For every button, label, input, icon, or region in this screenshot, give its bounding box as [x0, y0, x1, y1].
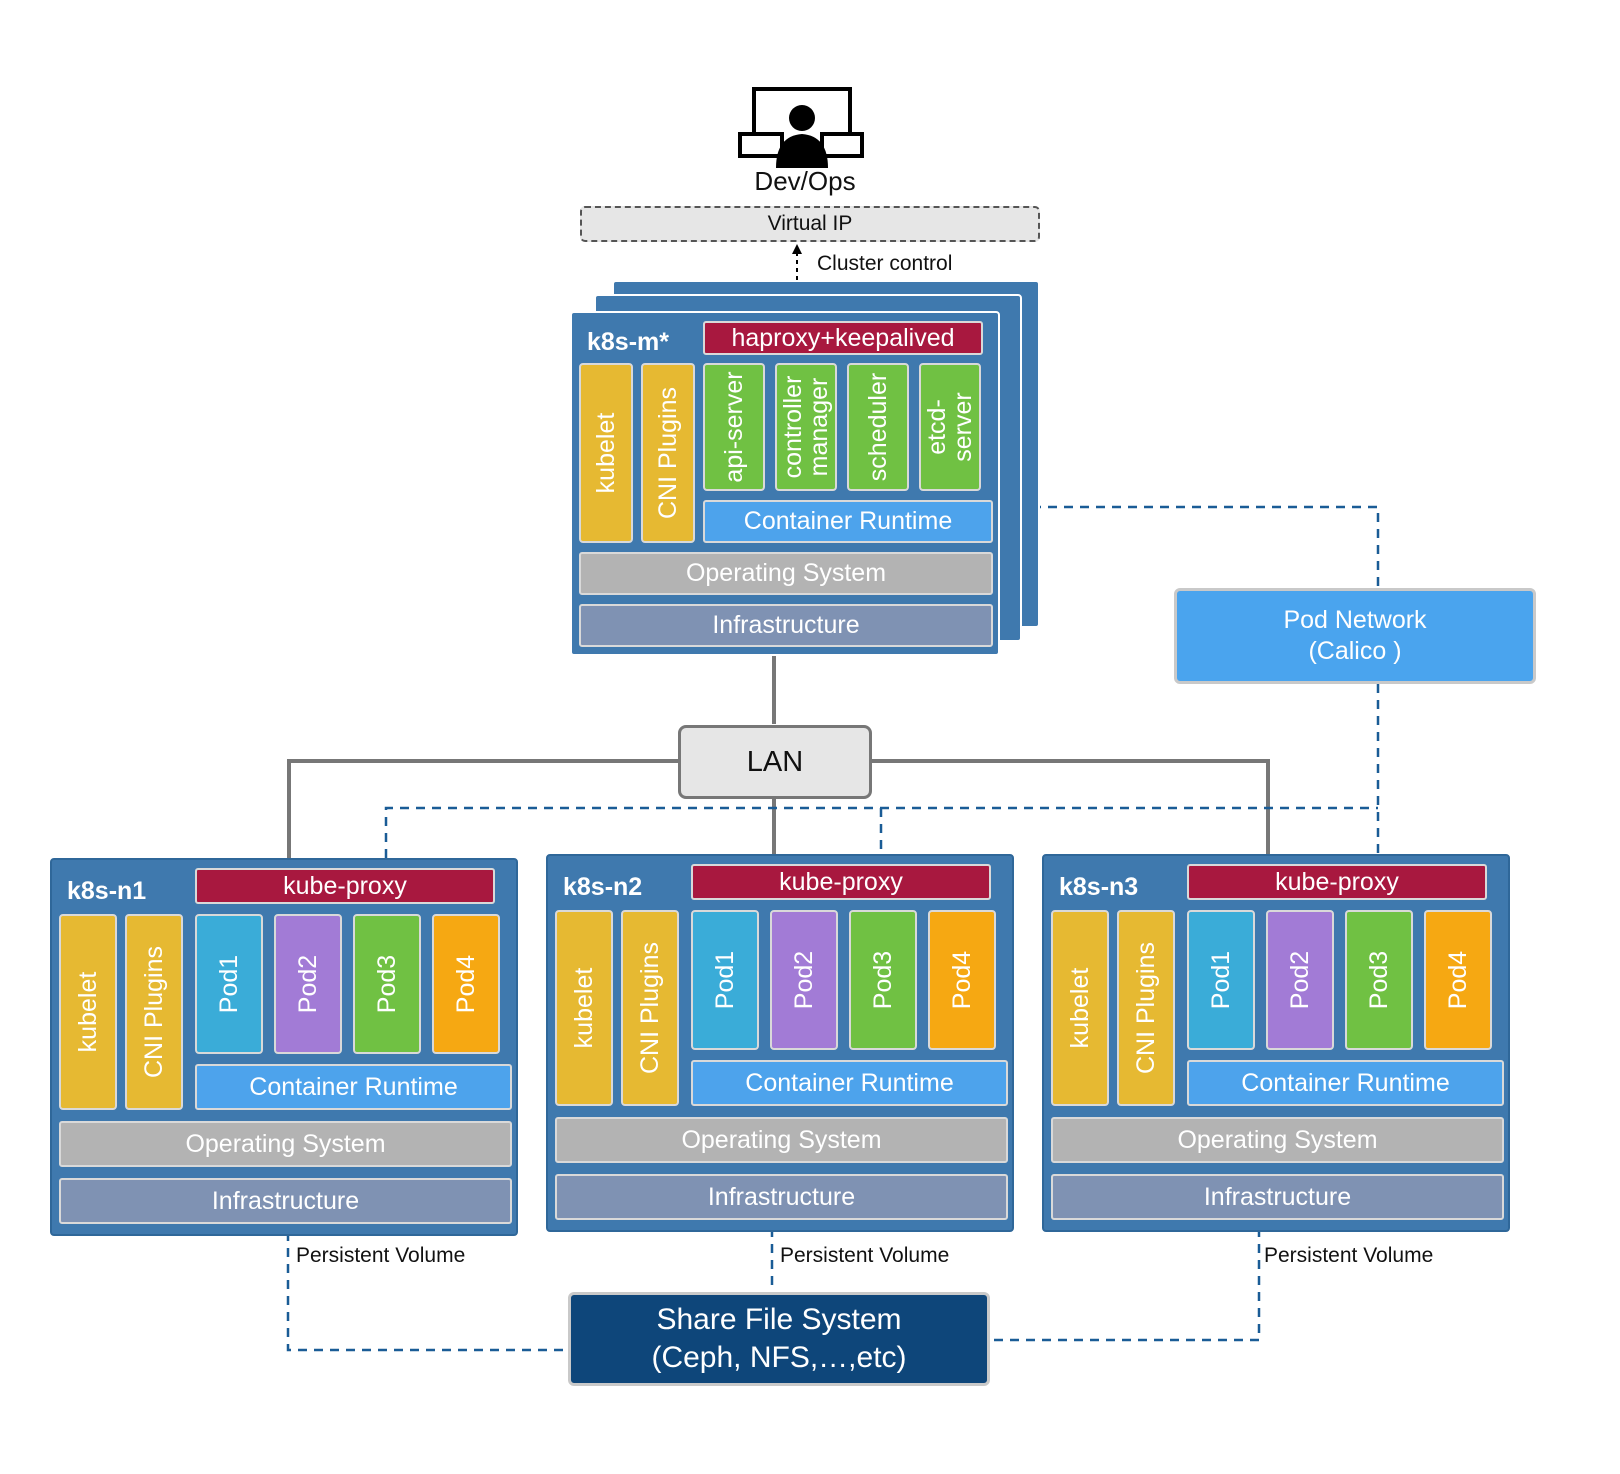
pod2: Pod2: [1266, 910, 1334, 1050]
master-cni-plugins: CNI Plugins: [641, 363, 695, 543]
lan-switch[interactable]: LAN: [678, 725, 872, 799]
pod-network-box[interactable]: Pod Network (Calico ): [1174, 588, 1536, 684]
pod4: Pod4: [432, 914, 500, 1054]
pod2: Pod2: [274, 914, 342, 1054]
worker-infrastructure: Infrastructure: [1051, 1174, 1504, 1220]
pod4: Pod4: [928, 910, 996, 1050]
worker-kubelet: kubelet: [1051, 910, 1109, 1106]
worker-cni-plugins: CNI Plugins: [125, 914, 183, 1110]
pod4: Pod4: [1424, 910, 1492, 1050]
worker-operating-system: Operating System: [555, 1117, 1008, 1163]
pod1: Pod1: [195, 914, 263, 1054]
kube-proxy: kube-proxy: [691, 864, 991, 900]
worker-infrastructure: Infrastructure: [555, 1174, 1008, 1220]
worker-operating-system: Operating System: [1051, 1117, 1504, 1163]
api-server: api-server: [703, 363, 765, 491]
pod2: Pod2: [770, 910, 838, 1050]
kube-proxy: kube-proxy: [195, 868, 495, 904]
worker-cni-plugins: CNI Plugins: [1117, 910, 1175, 1106]
pod-network-title: Pod Network: [1283, 606, 1427, 634]
master-podnet-link: [1032, 505, 1380, 588]
pod3: Pod3: [1345, 910, 1413, 1050]
persistent-volume-label-n2: Persistent Volume: [780, 1244, 950, 1267]
worker-container-runtime: Container Runtime: [691, 1060, 1008, 1106]
scheduler: scheduler: [847, 363, 909, 491]
share-fs-title: Share File System: [656, 1303, 902, 1336]
pod3: Pod3: [849, 910, 917, 1050]
pod1: Pod1: [1187, 910, 1255, 1050]
operator-workstation-icon: [730, 86, 870, 168]
worker-node-name: k8s-n2: [563, 873, 643, 901]
etcd-server: etcd- server: [919, 363, 981, 491]
worker-cni-plugins: CNI Plugins: [621, 910, 679, 1106]
podnet-n1-link: [384, 806, 1378, 858]
worker-container-runtime: Container Runtime: [1187, 1060, 1504, 1106]
n1-sharefs-link: [286, 1232, 568, 1352]
worker-kubelet: kubelet: [555, 910, 613, 1106]
worker-node-k8s-n2[interactable]: k8s-n2 kube-proxy kubelet CNI Plugins Po…: [546, 854, 1014, 1232]
worker-container-runtime: Container Runtime: [195, 1064, 512, 1110]
persistent-volume-label-n1: Persistent Volume: [296, 1244, 466, 1267]
worker-node-name: k8s-n1: [67, 877, 147, 905]
pod3: Pod3: [353, 914, 421, 1054]
pod1: Pod1: [691, 910, 759, 1050]
pod-network-plugin: (Calico ): [1308, 637, 1402, 665]
n3-sharefs-link: [990, 1228, 1261, 1342]
worker-operating-system: Operating System: [59, 1121, 512, 1167]
master-kubelet: kubelet: [579, 363, 633, 543]
worker-node-k8s-n3[interactable]: k8s-n3 kube-proxy kubelet CNI Plugins Po…: [1042, 854, 1510, 1232]
share-file-system[interactable]: Share File System (Ceph, NFS,…,etc): [568, 1292, 990, 1386]
master-operating-system: Operating System: [579, 552, 993, 595]
worker-node-name: k8s-n3: [1059, 873, 1139, 901]
worker-node-k8s-n1[interactable]: k8s-n1 kube-proxy kubelet CNI Plugins Po…: [50, 858, 518, 1236]
share-fs-examples: (Ceph, NFS,…,etc): [651, 1341, 907, 1374]
persistent-volume-label-n3: Persistent Volume: [1264, 1244, 1434, 1267]
master-node[interactable]: k8s-m* haproxy+keepalived kubelet CNI Pl…: [570, 311, 1000, 656]
virtual-ip-box: Virtual IP: [580, 206, 1040, 242]
worker-kubelet: kubelet: [59, 914, 117, 1110]
master-container-runtime: Container Runtime: [703, 500, 993, 543]
devops-label: Dev/Ops: [754, 166, 856, 196]
master-infrastructure: Infrastructure: [579, 604, 993, 647]
arrow-up-icon: [792, 244, 802, 254]
controller-manager: controller manager: [775, 363, 837, 491]
worker-infrastructure: Infrastructure: [59, 1178, 512, 1224]
kube-proxy: kube-proxy: [1187, 864, 1487, 900]
cluster-control-label: Cluster control: [817, 252, 953, 275]
haproxy-keepalived: haproxy+keepalived: [703, 321, 983, 355]
master-node-name: k8s-m*: [587, 328, 669, 356]
